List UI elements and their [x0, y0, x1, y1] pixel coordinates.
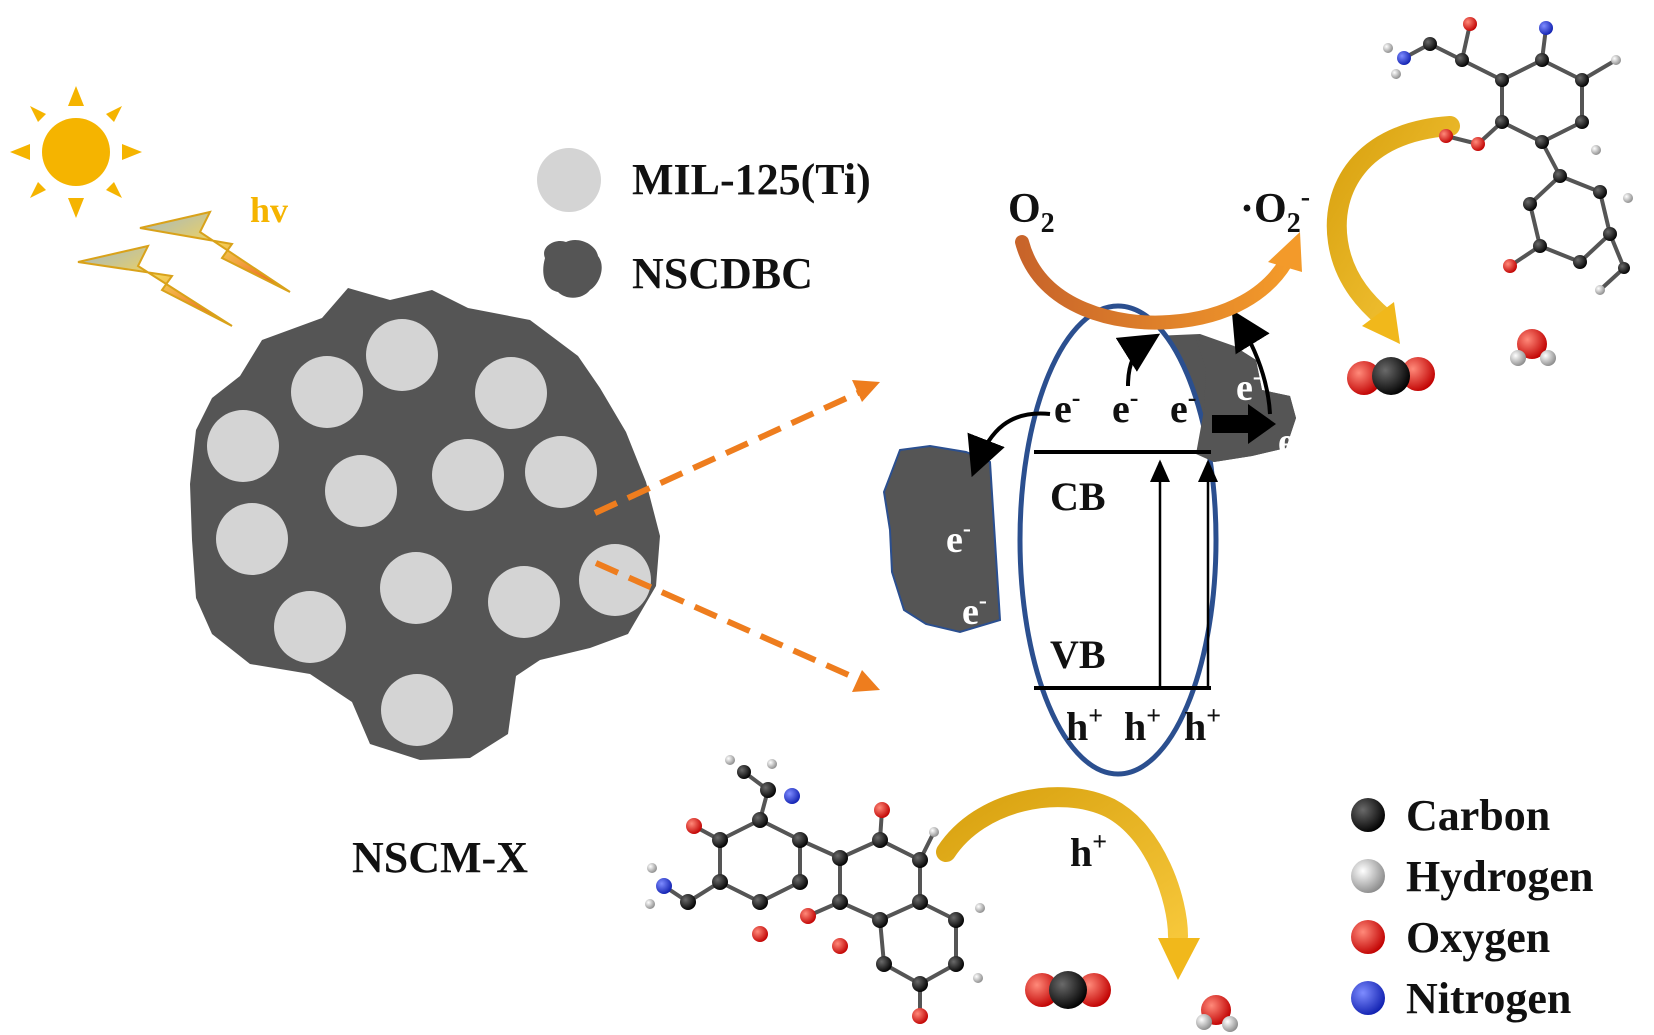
co2-molecule: [1025, 971, 1111, 1009]
cb-electron: e-: [1054, 383, 1080, 431]
mil125-particle: [216, 503, 288, 575]
degradation-arrow-bottom: [936, 787, 1188, 946]
zoom-arrow-lower: [594, 560, 862, 683]
oxygen-label: Oxygen: [1406, 913, 1550, 962]
nitrogen-label: Nitrogen: [1406, 974, 1571, 1023]
legend-nscdbc: NSCDBC: [543, 239, 813, 298]
zoom-arrow-lower-head: [852, 670, 880, 692]
nscdbc-label: NSCDBC: [632, 249, 813, 298]
hydrogen-swatch: [1351, 859, 1385, 893]
zoom-arrow-upper-head: [852, 380, 880, 402]
sun-icon: [10, 86, 142, 218]
mil125-particle: [291, 356, 363, 428]
flake-electron: e-: [1278, 418, 1303, 463]
flake-electron: e-: [962, 588, 987, 633]
co2-molecule: [1347, 357, 1435, 395]
oxygen-swatch: [1351, 920, 1385, 954]
vb-label: VB: [1050, 632, 1106, 677]
vb-hole: h+: [1184, 701, 1221, 749]
superoxide-label: ·O2-: [1240, 182, 1310, 239]
pollutant-atoms-bottom: [645, 755, 985, 1024]
o2-reduction-arrowhead: [1268, 232, 1302, 272]
mil125-particle: [207, 410, 279, 482]
light-label: hv: [250, 190, 288, 230]
cb-electron: e-: [1170, 383, 1196, 431]
mil125-particle: [432, 439, 504, 511]
cb-label: CB: [1050, 474, 1106, 519]
cb-electrons: e- e- e-: [1054, 383, 1196, 431]
pollutant-molecule-bottom: [662, 770, 958, 1018]
mil125-label: MIL-125(Ti): [632, 155, 871, 204]
carbon-label: Carbon: [1406, 791, 1550, 840]
mil125-particle: [325, 455, 397, 527]
carbon-swatch: [1351, 798, 1385, 832]
mil125-particle: [381, 674, 453, 746]
nitrogen-swatch: [1351, 981, 1385, 1015]
mil125-particle: [366, 319, 438, 391]
h2o-molecule: [1196, 995, 1238, 1032]
transfer-arrow-left: [967, 411, 1051, 478]
mil125-swatch: [537, 148, 601, 212]
transfer-arrow-right-flake: [1231, 309, 1272, 415]
o2-label: O2: [1008, 186, 1055, 239]
nscdbc-flake-left: [882, 444, 1002, 634]
nscdbc-swatch: [543, 239, 602, 298]
mil125-particle: [380, 552, 452, 624]
mil125-particle: [525, 436, 597, 508]
cb-electron: e-: [1112, 383, 1138, 431]
pollutant-atoms-top: [1383, 17, 1633, 295]
zoom-arrow-upper: [593, 389, 862, 516]
vb-hole: h+: [1066, 701, 1103, 749]
zoom-arrows: [593, 389, 862, 683]
mil125-particle: [274, 591, 346, 663]
legend-nitrogen: Nitrogen: [1351, 974, 1571, 1023]
nscm-composite: [190, 288, 660, 760]
degradation-arrow-top: [1326, 116, 1460, 328]
transfer-arrow-bold: [1212, 404, 1276, 444]
vb-holes: h+ h+ h+: [1066, 701, 1221, 749]
mil125-particle: [488, 566, 560, 638]
flake-electron: e-: [1236, 364, 1261, 409]
degradation-arrow-bottom-head: [1158, 938, 1200, 980]
lightning-bolt-icon: [77, 210, 291, 327]
o2-reduction-arrow: [1015, 235, 1293, 330]
legend-oxygen: Oxygen: [1351, 913, 1550, 962]
transfer-arrow-up: [1115, 333, 1161, 387]
atom-legend: Carbon Hydrogen Oxygen Nitrogen: [1351, 791, 1593, 1023]
legend-hydrogen: Hydrogen: [1351, 852, 1593, 901]
hole-oxidant-label: h+: [1070, 827, 1107, 875]
pollutant-molecule-top: [1402, 22, 1626, 292]
degradation-arrow-top-head: [1362, 302, 1400, 344]
h2o-molecule: [1510, 329, 1556, 366]
vb-hole: h+: [1124, 701, 1161, 749]
mil125-particles: [207, 319, 651, 746]
mil125-particle: [475, 357, 547, 429]
mil125-band-ellipse: [1017, 303, 1219, 777]
hydrogen-label: Hydrogen: [1406, 852, 1593, 901]
flake-electron: e-: [946, 516, 971, 561]
composite-label: NSCM-X: [352, 833, 528, 882]
legend-mil125: MIL-125(Ti): [537, 148, 871, 212]
legend-carbon: Carbon: [1351, 791, 1550, 840]
